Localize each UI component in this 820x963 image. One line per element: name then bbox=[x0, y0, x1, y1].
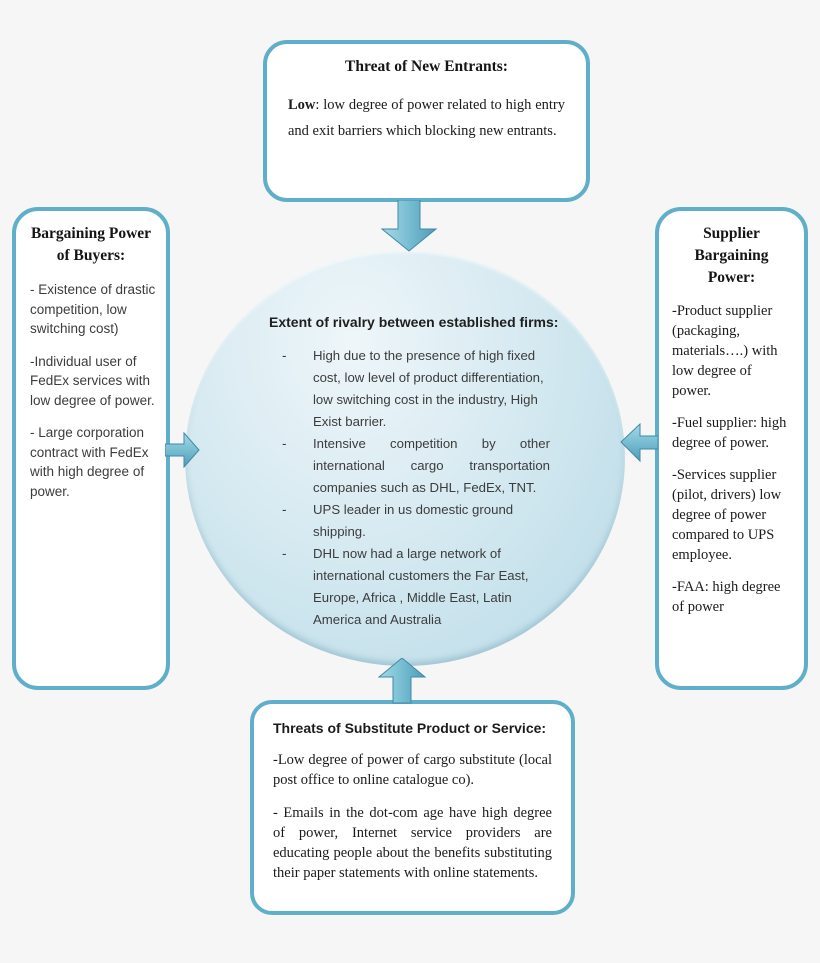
substitutes-box: Threats of Substitute Product or Service… bbox=[250, 700, 575, 915]
box-paragraph: - Emails in the dot-com age have high de… bbox=[273, 805, 552, 881]
box-paragraph: -Product supplier (packaging, materials…… bbox=[672, 303, 778, 399]
box-title: Supplier Bargaining Power: bbox=[694, 225, 769, 286]
box-paragraph: -Individual user of FedEx services with … bbox=[30, 353, 155, 408]
right-arrow-icon bbox=[165, 431, 200, 469]
box-title: Threat of New Entrants: bbox=[345, 58, 508, 75]
rivalry-circle: Extent of rivalry between established fi… bbox=[185, 250, 625, 666]
box-paragraph: - Existence of drastic competition, low … bbox=[30, 282, 156, 336]
box-paragraph: -Fuel supplier: high degree of power. bbox=[672, 415, 787, 451]
bullet-text: High due to the presence of high fixed c… bbox=[313, 348, 544, 429]
circle-bullet-list: - High due to the presence of high fixed… bbox=[282, 345, 550, 631]
supplier-power-box: Supplier Bargaining Power: -Product supp… bbox=[655, 207, 808, 690]
up-arrow-icon bbox=[378, 658, 426, 704]
bullet-marker: - bbox=[282, 436, 287, 451]
box-paragraph: - Large corporation contract with FedEx … bbox=[30, 425, 149, 499]
box-paragraph: -Low degree of power of cargo substitute… bbox=[273, 752, 552, 788]
bullet-marker: - bbox=[282, 348, 287, 363]
bullet-text: Intensive competition by other internati… bbox=[313, 436, 550, 495]
box-title: Bargaining Power of Buyers: bbox=[30, 225, 152, 264]
circle-heading: Extent of rivalry between established fi… bbox=[269, 314, 559, 330]
box-body: Low: low degree of power related to high… bbox=[288, 92, 565, 144]
bullet-item: - DHL now had a large network of interna… bbox=[282, 543, 550, 631]
box-title: Threats of Substitute Product or Service… bbox=[273, 720, 547, 736]
down-arrow-icon bbox=[380, 200, 438, 252]
box-paragraph: -FAA: high degree of power bbox=[672, 579, 781, 615]
bullet-item: - UPS leader in us domestic ground shipp… bbox=[282, 499, 550, 543]
box-body-text: : low degree of power related to high en… bbox=[288, 97, 565, 139]
left-arrow-icon bbox=[620, 422, 658, 463]
bullet-text: UPS leader in us domestic ground shippin… bbox=[313, 502, 514, 539]
bullet-item: - Intensive competition by other interna… bbox=[282, 433, 550, 499]
bullet-marker: - bbox=[282, 546, 287, 561]
bullet-item: - High due to the presence of high fixed… bbox=[282, 345, 550, 433]
bullet-text: DHL now had a large network of internati… bbox=[313, 546, 529, 627]
buyer-power-box: Bargaining Power of Buyers: - Existence … bbox=[12, 207, 170, 690]
box-paragraph: -Services supplier (pilot, drivers) low … bbox=[672, 467, 782, 563]
bullet-marker: - bbox=[282, 502, 287, 517]
threat-of-new-entrants-box: Threat of New Entrants: Low: low degree … bbox=[263, 40, 590, 202]
box-body-lead: Low bbox=[288, 97, 316, 113]
